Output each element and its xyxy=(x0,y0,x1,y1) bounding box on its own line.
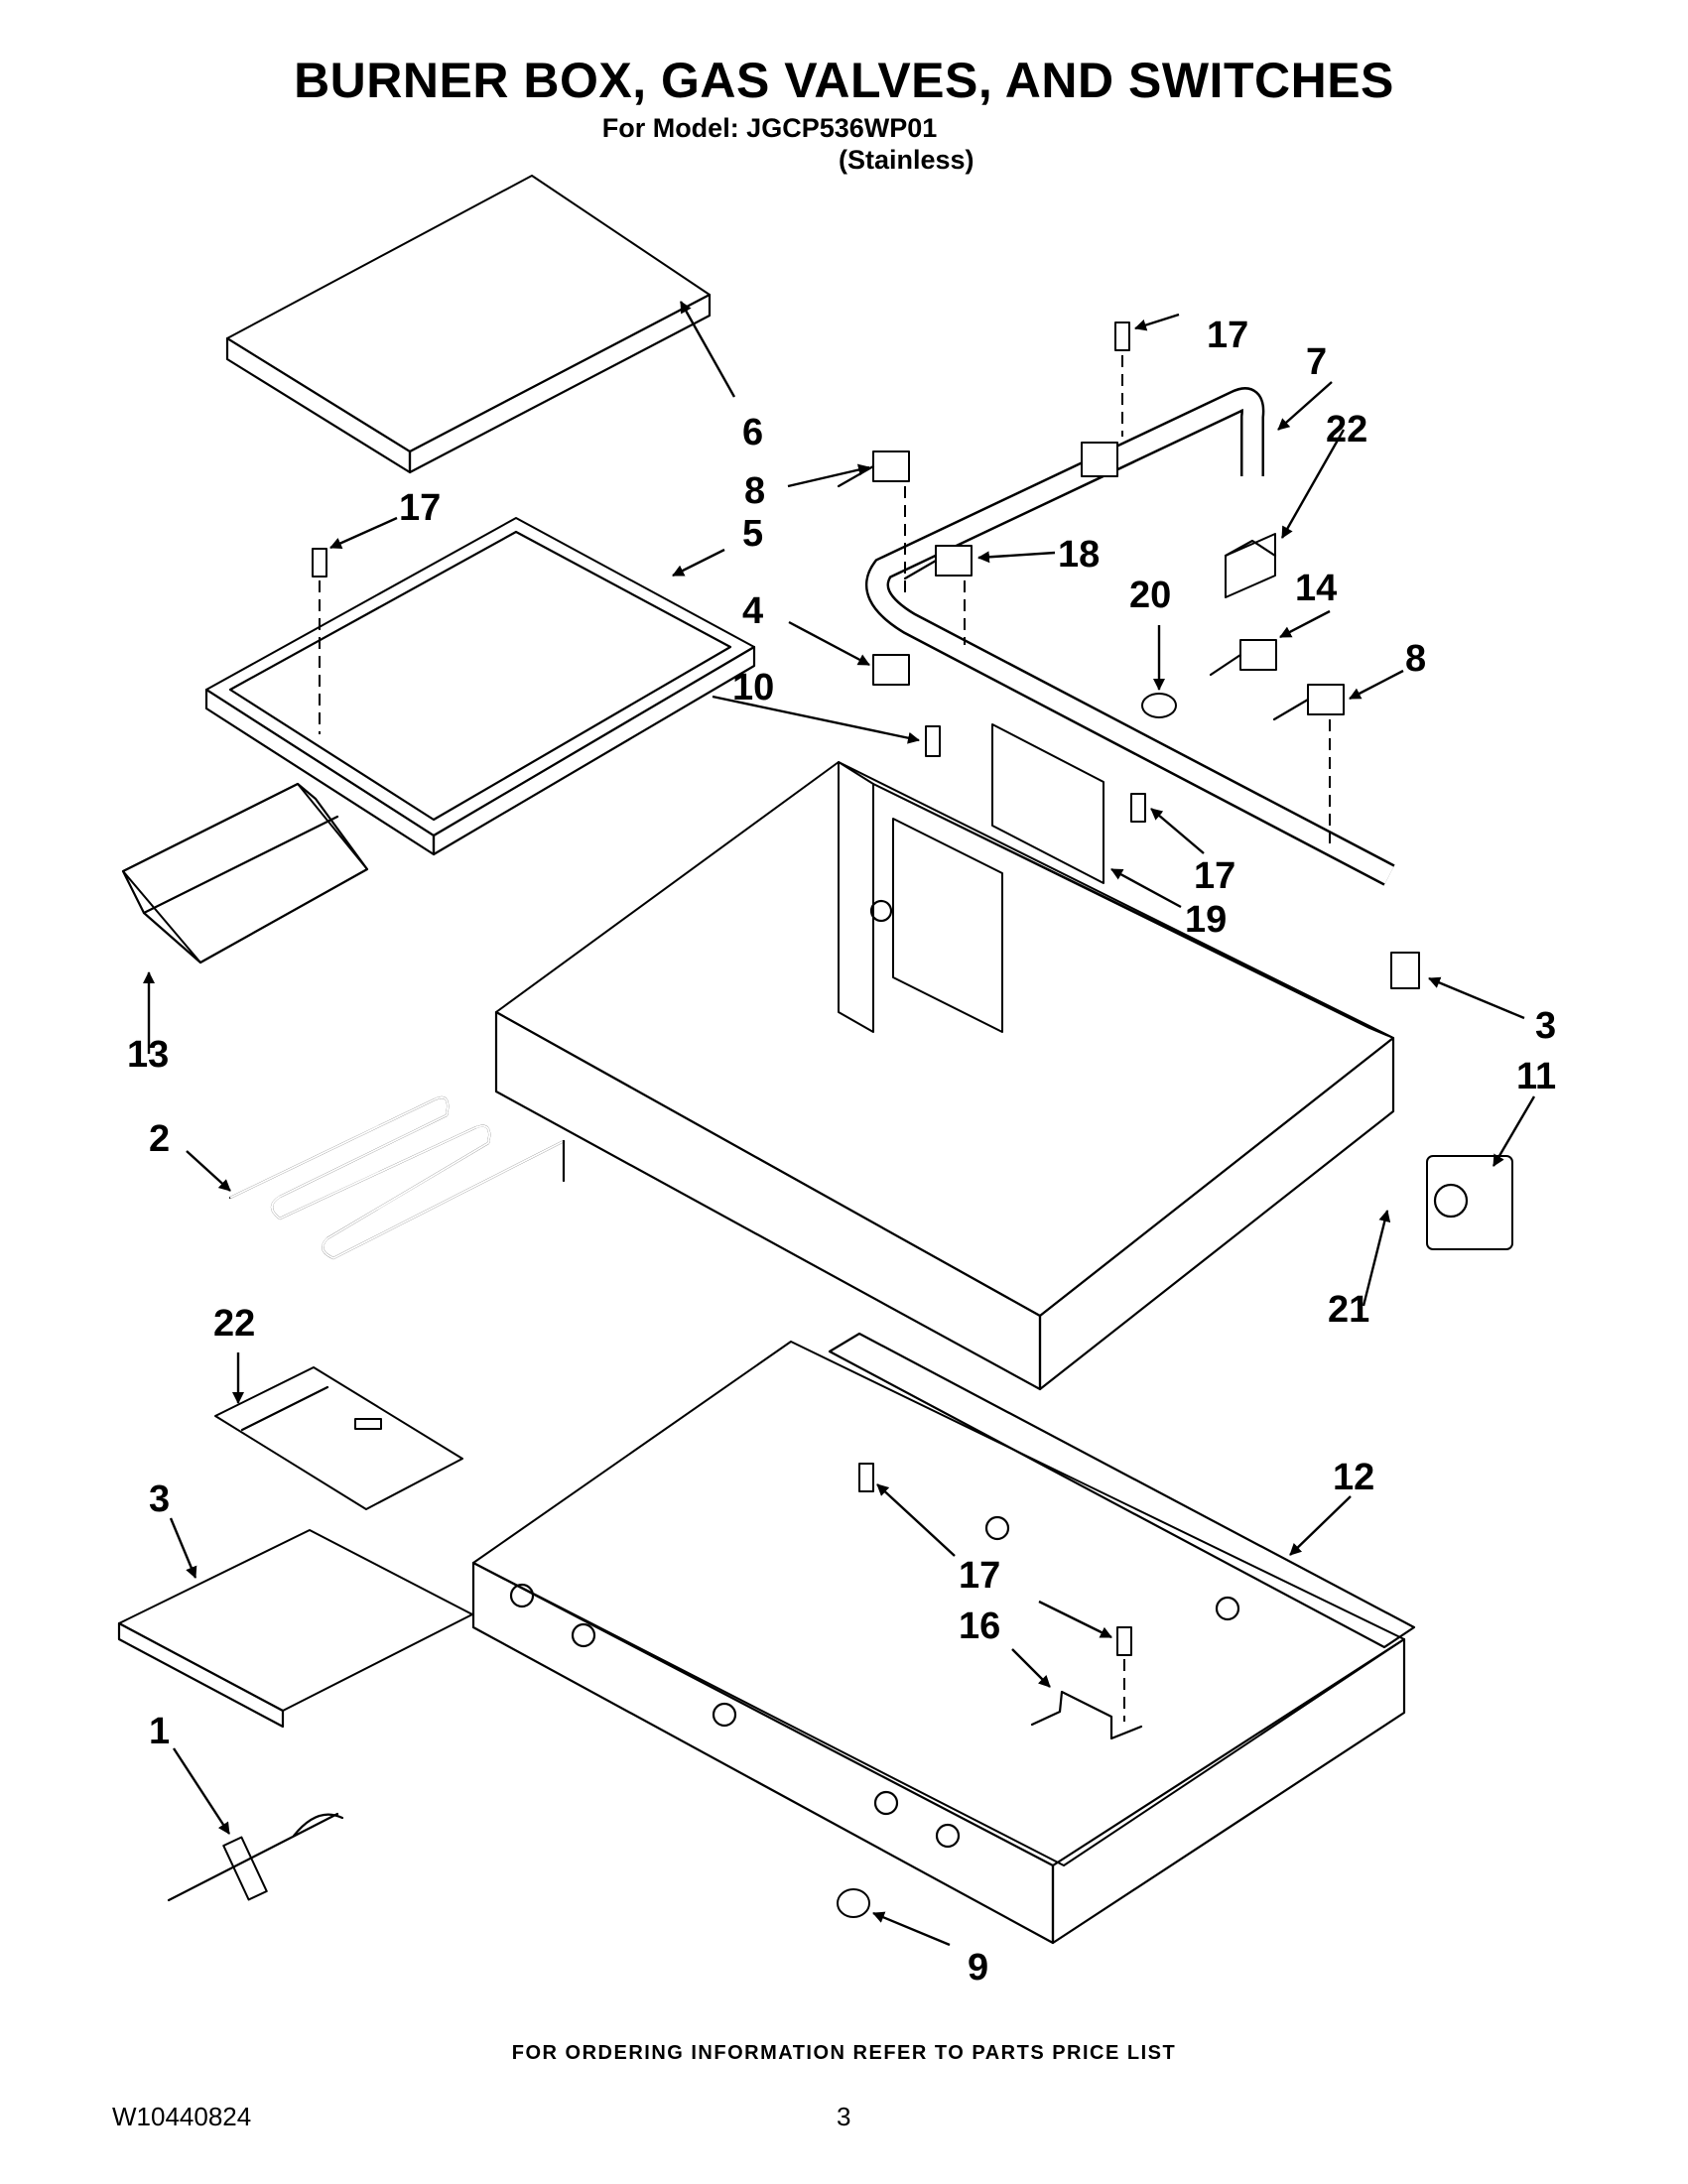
part-22-bracket-right xyxy=(1224,533,1277,598)
part-19-panel xyxy=(991,723,1104,884)
page-number: 3 xyxy=(837,2102,851,2131)
callout-11: 11 xyxy=(1516,1056,1556,1097)
part-20-disc xyxy=(1141,693,1177,718)
part-5-frame xyxy=(204,517,756,856)
callout-17-upper-left: 17 xyxy=(399,487,441,529)
callout-12: 12 xyxy=(1333,1457,1374,1498)
callout-22-left: 22 xyxy=(213,1303,255,1345)
document-number: W10440824 xyxy=(112,2102,252,2131)
callout-5: 5 xyxy=(742,513,763,555)
callout-1: 1 xyxy=(149,1711,170,1752)
page-title: BURNER BOX, GAS VALVES, AND SWITCHES xyxy=(294,53,1394,108)
callout-14: 14 xyxy=(1295,568,1337,609)
callout-3-left: 3 xyxy=(149,1478,170,1520)
part-8-valve-right xyxy=(1272,684,1345,721)
callout-3-right: 3 xyxy=(1535,1005,1556,1047)
part-22-plate-left xyxy=(214,1366,463,1510)
ordering-note: FOR ORDERING INFORMATION REFER TO PARTS … xyxy=(511,2042,1177,2064)
part-18-valve xyxy=(903,545,973,580)
finish-line: (Stainless) xyxy=(839,145,974,175)
part-17-screw-mid xyxy=(1130,793,1146,823)
callout-8-upper: 8 xyxy=(744,470,765,512)
leader-arrows xyxy=(143,301,1536,1947)
part-17-screw-lower xyxy=(858,1463,874,1492)
part-3-fitting xyxy=(1390,952,1420,989)
part-21-burner-box xyxy=(494,761,1395,1391)
part-9-knob xyxy=(837,1888,870,1918)
part-6-griddle-plate xyxy=(225,175,712,474)
callout-22-right: 22 xyxy=(1326,409,1367,450)
part-11-regulator xyxy=(1426,1155,1513,1250)
part-7-manifold xyxy=(865,387,1395,886)
part-4-bracket xyxy=(872,654,910,686)
part-1-igniter xyxy=(167,1812,344,1902)
part-10-screw xyxy=(925,725,941,757)
callout-17-mid: 17 xyxy=(1194,855,1235,897)
callout-8-right: 8 xyxy=(1405,638,1426,680)
model-line: For Model: JGCP536WP01 xyxy=(601,113,938,143)
part-17-screw-bottom xyxy=(1116,1626,1132,1656)
part-13-grease-trough xyxy=(121,782,369,964)
part-12-lower-box xyxy=(471,1332,1416,1945)
callout-10: 10 xyxy=(732,667,774,708)
part-17-screw-left xyxy=(312,548,327,578)
callout-18: 18 xyxy=(1058,534,1100,576)
callout-21: 21 xyxy=(1328,1289,1369,1331)
callout-17-lower: 17 xyxy=(959,1555,1000,1597)
part-2-burner-tube xyxy=(228,1095,566,1260)
callout-13: 13 xyxy=(127,1034,169,1076)
callout-9: 9 xyxy=(968,1947,988,1989)
part-14-valve xyxy=(1209,639,1277,677)
callout-20: 20 xyxy=(1129,575,1171,616)
alignment-lines xyxy=(319,355,1331,1722)
callout-7: 7 xyxy=(1306,341,1327,383)
callout-16: 16 xyxy=(959,1606,1000,1647)
callout-4: 4 xyxy=(742,590,763,632)
callout-19: 19 xyxy=(1185,899,1227,941)
part-17-screw-top xyxy=(1114,321,1130,351)
callout-labels: 6 17 5 4 10 8 17 7 22 18 20 14 8 17 19 3… xyxy=(127,315,1556,1989)
callout-6: 6 xyxy=(742,412,763,453)
part-16-bracket xyxy=(1030,1690,1143,1740)
part-8-valve-top xyxy=(837,450,910,488)
callout-17-top: 17 xyxy=(1207,315,1248,356)
callout-2: 2 xyxy=(149,1118,170,1160)
part-3-tray-left xyxy=(117,1529,473,1729)
